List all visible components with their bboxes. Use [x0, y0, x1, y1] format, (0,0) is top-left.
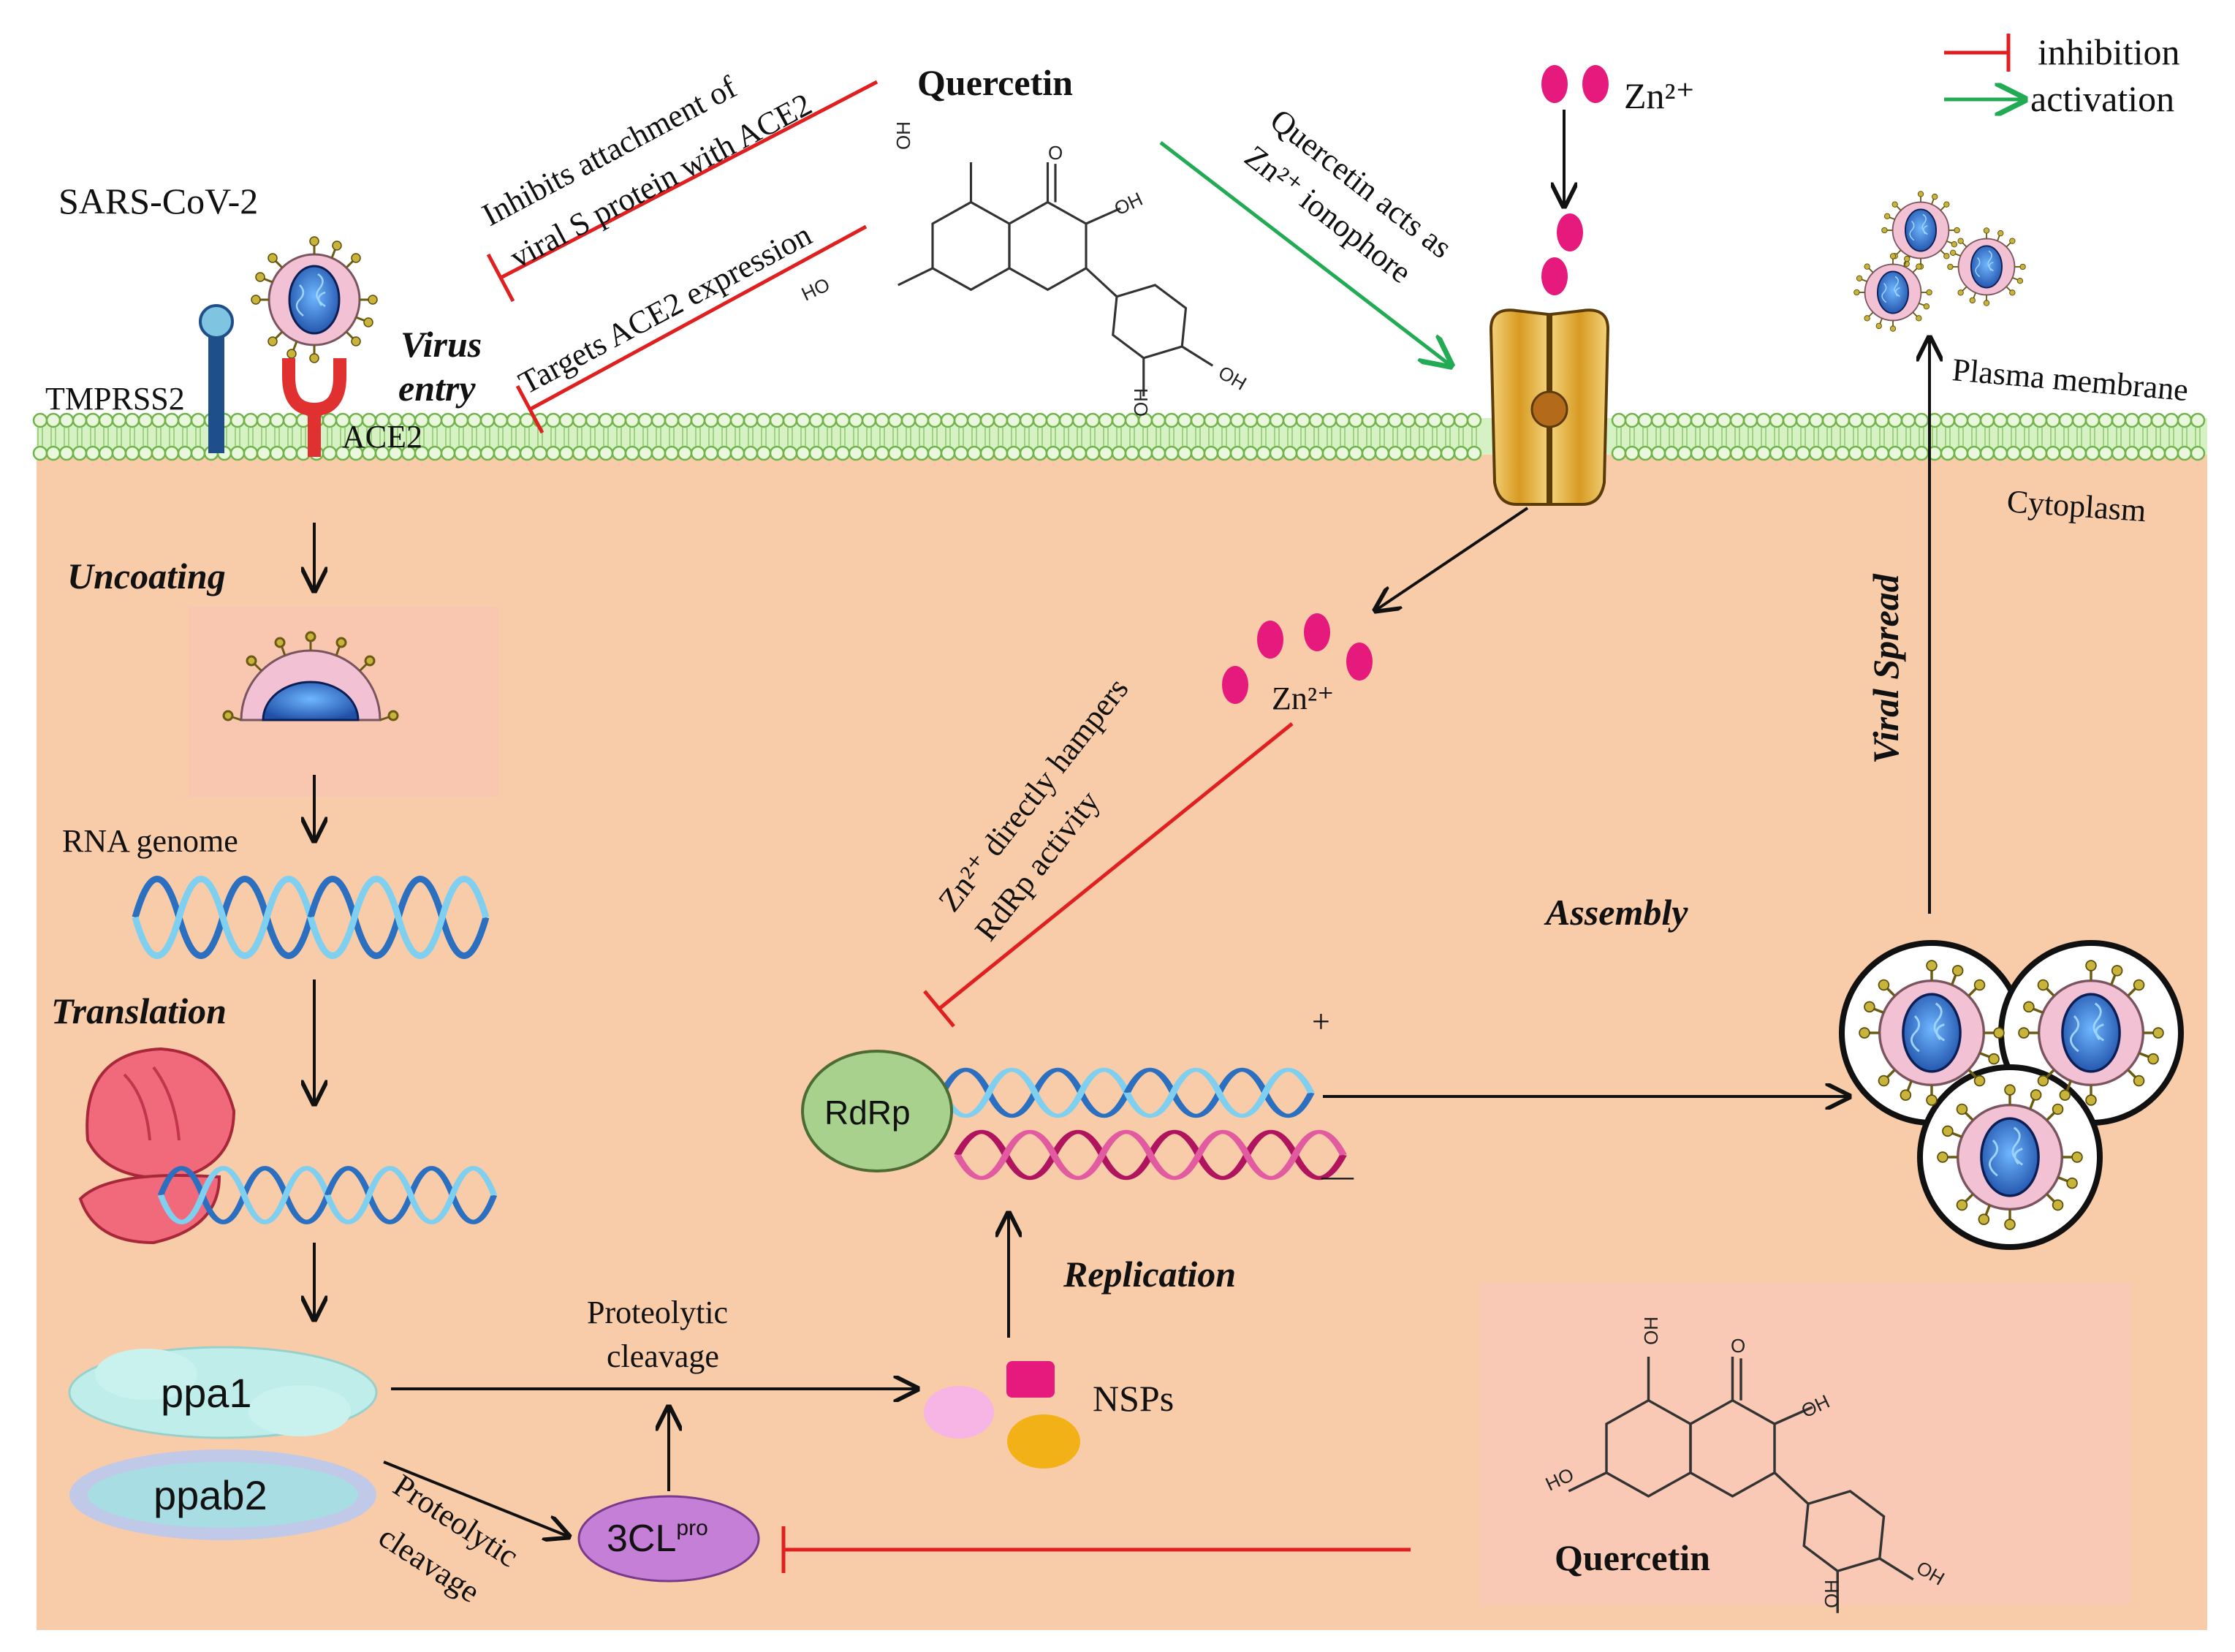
chem-top-o: O [1048, 142, 1063, 164]
quercetin-bottom-panel [1480, 1283, 2130, 1604]
quercetin-protease-inhibition-line [781, 1526, 1411, 1573]
zinc-label-top: Zn²⁺ [1624, 75, 1695, 116]
protease-label: 3CLpro [607, 1516, 708, 1560]
chem-bottom-oh2: OH [1640, 1316, 1662, 1345]
minus-strand-label: — [1321, 1158, 1354, 1194]
virus-entry-line1: Virus [401, 324, 482, 365]
viral-spread-label: Viral Spread [1865, 573, 1906, 764]
zinc-rdrp-inhibition-line [923, 722, 1294, 1028]
protease-3clpro [577, 1495, 760, 1583]
plus-strand-label: + [1312, 1004, 1330, 1039]
replication-label: Replication [1063, 1254, 1236, 1295]
zinc-label-mid: Zn²⁺ [1272, 681, 1334, 716]
ppab2-label: ppab2 [153, 1472, 267, 1518]
proteolytic-cleavage-1-line1: Proteolytic [587, 1295, 728, 1330]
legend-inhibition-label: inhibition [2038, 31, 2179, 72]
ionophore-activation-arrow [1159, 141, 1451, 365]
zinc-ions-top [1541, 65, 1609, 295]
ppab2-cloud [69, 1450, 376, 1540]
chem-top-oh2: OH [892, 121, 914, 150]
rna-genome-label: RNA genome [62, 823, 238, 859]
chem-bottom-oh4: OH [1821, 1580, 1843, 1608]
chem-top-oh3: OH [1215, 361, 1251, 394]
zinc-ions-cytoplasm [1222, 613, 1373, 704]
legend-activation-label: activation [2030, 78, 2174, 119]
rdrp-enzyme [801, 1050, 953, 1172]
ppa1-label: ppa1 [161, 1370, 252, 1416]
tmprss2-receptor-icon [199, 304, 234, 453]
chem-bottom-o: O [1731, 1335, 1745, 1357]
virion-icon [250, 235, 379, 364]
ion-channel-icon [1489, 308, 1610, 506]
uncoating-label: Uncoating [67, 556, 226, 596]
quercetin-structure-bottom [1568, 1356, 1914, 1613]
inhibit-attachment-line [486, 80, 879, 303]
assembly-label: Assembly [1544, 892, 1688, 933]
chem-top-ho: HO [798, 273, 833, 306]
uncoated-virion-icon [222, 631, 399, 721]
plasma-membrane-label: Plasma membrane [1951, 352, 2190, 408]
zinc-into-cell-arrow [1375, 507, 1529, 610]
nsps-icon [924, 1361, 1080, 1469]
inhibit-ace2-expression-line [515, 224, 868, 434]
legend: inhibition activation [1944, 31, 2179, 119]
virus-name: SARS-CoV-2 [58, 181, 258, 221]
chem-top-oh4: OH [1130, 388, 1152, 417]
translation-label: Translation [51, 990, 227, 1031]
rdrp-label: RdRp [824, 1094, 911, 1132]
released-virions [1853, 190, 2027, 333]
ppab2-to-protease-arrow [383, 1460, 569, 1537]
chem-top-oh1: OH [1111, 188, 1146, 220]
virus-entry-line2: entry [398, 368, 476, 409]
quercetin-structure-top [898, 162, 1214, 397]
ppa1-cloud [68, 1346, 378, 1439]
quercetin-bottom-name: Quercetin [1555, 1537, 1710, 1578]
assembly-vesicles [1839, 940, 2184, 1250]
ace2-receptor-icon [282, 358, 346, 457]
ace2-label: ACE2 [342, 419, 422, 455]
nsps-label: NSPs [1093, 1378, 1174, 1419]
tmprss2-label: TMPRSS2 [45, 381, 185, 417]
ribosome-icon [78, 1047, 236, 1245]
rna-minus-strand [954, 1129, 1347, 1181]
proteolytic-cleavage-1-line2: cleavage [607, 1338, 719, 1374]
quercetin-top-name: Quercetin [917, 62, 1073, 103]
